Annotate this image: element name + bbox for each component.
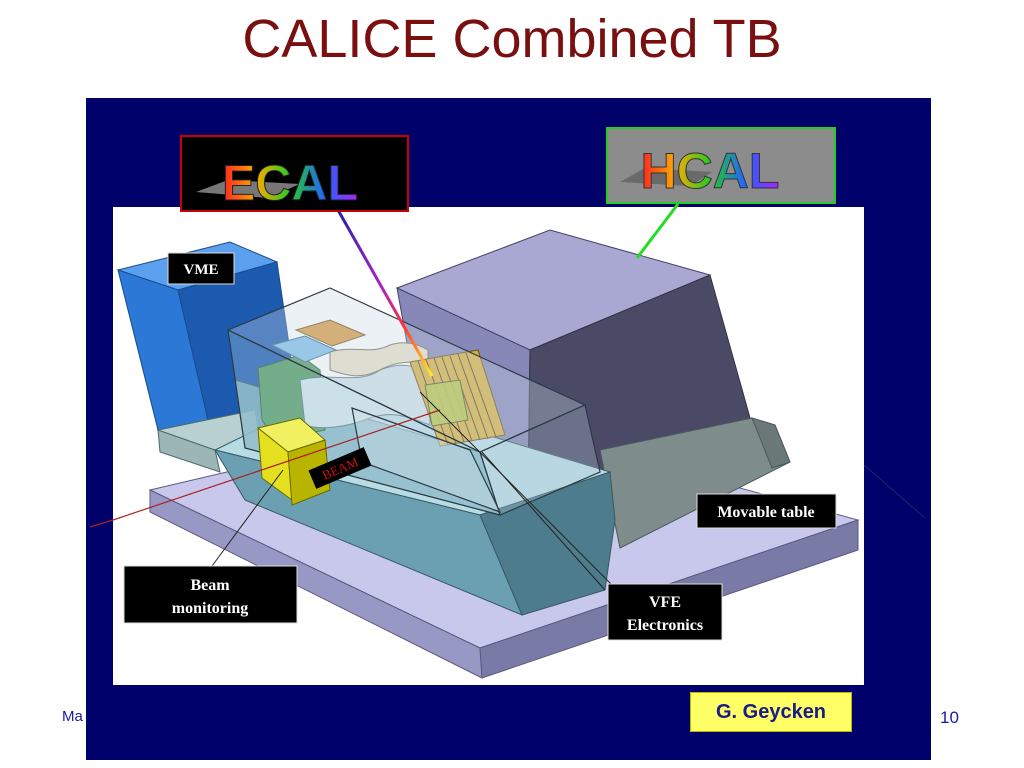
page-number: 10	[940, 708, 959, 727]
hcal-badge-text: HCAL	[641, 143, 780, 199]
transparent-enclosure	[226, 287, 601, 516]
ecal-badge: ECAL	[180, 135, 409, 212]
beam-monitoring-label: Beam monitoring	[123, 565, 298, 624]
vfe-electronics-label: VFE Electronics	[607, 583, 723, 641]
svg-text:monitoring: monitoring	[172, 600, 248, 617]
movable-table	[599, 417, 791, 549]
slide-title: CALICE Combined TB	[242, 9, 782, 69]
hcal-pointer-line	[635, 203, 680, 259]
hcal-badge: HCAL	[606, 127, 836, 204]
svg-text:VME: VME	[184, 262, 219, 278]
ecal-badge-text: ECAL	[222, 155, 358, 211]
svg-text:Movable table: Movable table	[717, 504, 814, 521]
author-credit: G. Geycken	[690, 692, 852, 732]
ecal-pointer-line	[336, 209, 434, 377]
footer-text: Ma	[62, 708, 83, 725]
movable-table-label: Movable table	[696, 493, 837, 529]
svg-text:Beam: Beam	[190, 577, 230, 594]
svg-text:VFE: VFE	[649, 594, 681, 611]
beam-monitoring-block	[256, 417, 331, 506]
vme-label: VME	[167, 252, 235, 285]
svg-text:Electronics: Electronics	[627, 617, 703, 634]
beam-line	[112, 409, 441, 521]
